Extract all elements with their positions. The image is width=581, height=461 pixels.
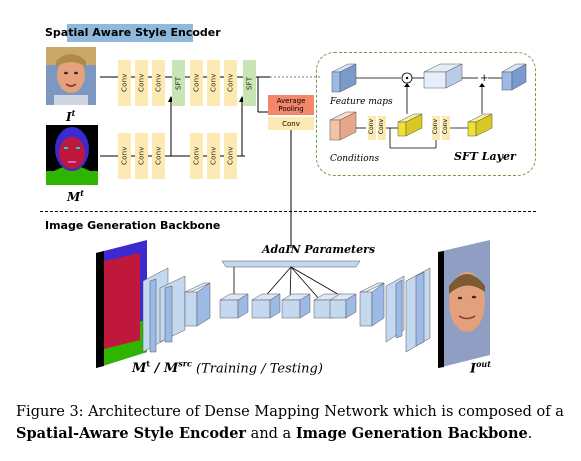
backbone-input-label: Mt / Msrc (Training / Testing) xyxy=(132,359,323,377)
feature-block xyxy=(331,63,357,93)
encoder-title: Spatial Aware Style Encoder xyxy=(45,26,221,39)
section-divider xyxy=(40,211,536,212)
caption-text-2: and a xyxy=(246,426,296,442)
title-highlight xyxy=(67,24,193,42)
caption-text-3: . xyxy=(527,426,533,442)
backbone-title: Image Generation Backbone xyxy=(45,219,221,232)
caption-text-1: Architecture of Dense Mapping Network wh… xyxy=(83,404,564,420)
caption-bold-2: Image Generation Backbone xyxy=(295,425,528,442)
caption-prefix: Figure 3: xyxy=(16,404,84,420)
figure-caption: Figure 3: Architecture of Dense Mapping … xyxy=(16,402,572,445)
conditions-label: Conditions xyxy=(330,154,380,164)
adain-label: AdaIN Parameters xyxy=(262,243,376,256)
input-face-image xyxy=(46,47,96,105)
caption-bold-1: Spatial-Aware Style Encoder xyxy=(16,425,247,442)
svg-text:+: + xyxy=(480,73,488,84)
average-pooling-box: Average Pooling xyxy=(268,95,314,115)
input-mask-image xyxy=(46,125,98,185)
sft-detail-panel xyxy=(316,52,536,176)
input-mask-label: Mt xyxy=(67,188,84,204)
input-image-label: It xyxy=(66,108,76,124)
conv-small-box: Conv xyxy=(268,117,314,130)
sft-layer-title: SFT Layer xyxy=(454,150,516,163)
feature-maps-label: Feature maps xyxy=(330,97,393,107)
backbone-output-label: Iout xyxy=(470,359,491,377)
sft-detail-diagram: + xyxy=(329,63,527,149)
